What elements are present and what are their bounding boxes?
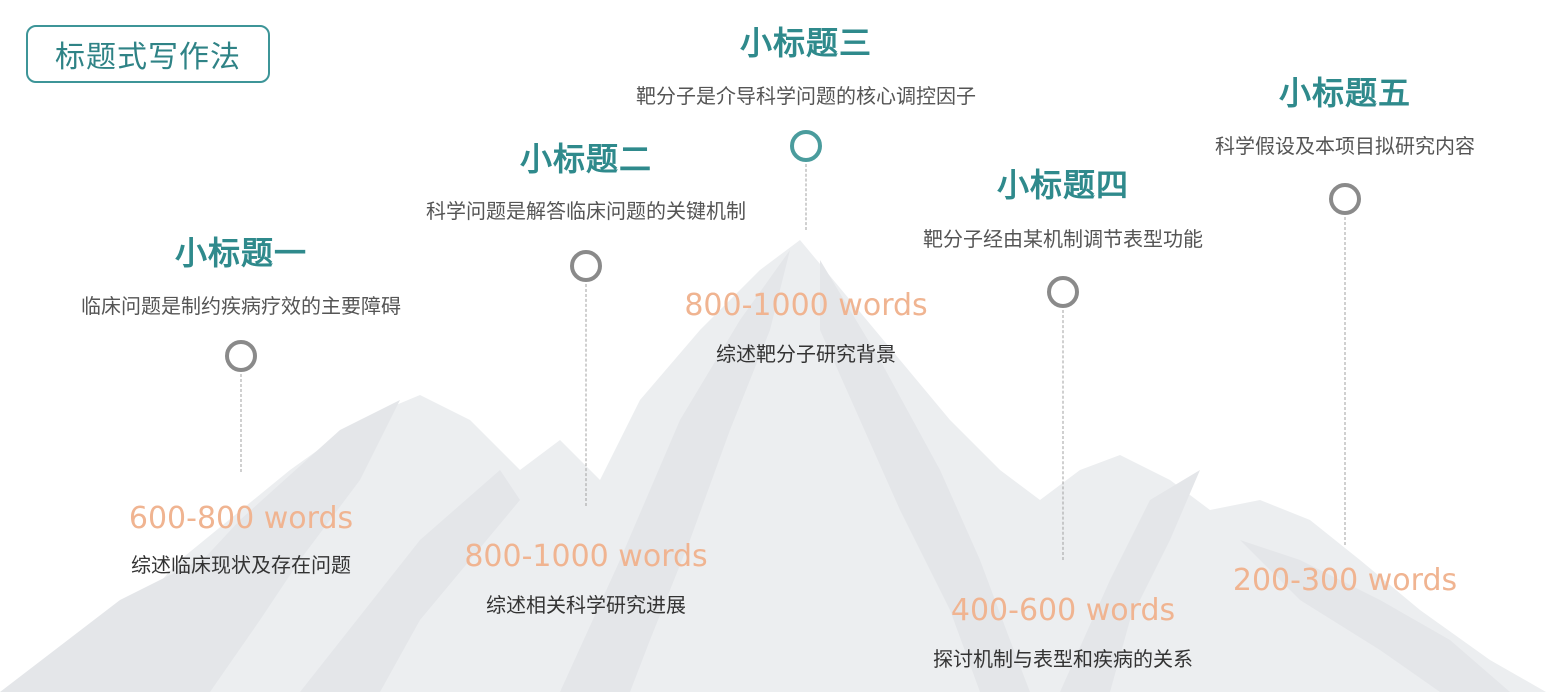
- step-description: 综述相关科学研究进展: [486, 593, 686, 617]
- step-circle-icon: [570, 250, 602, 282]
- step-heading: 小标题三: [739, 24, 873, 62]
- step-word-count: 200-300 words: [1232, 563, 1458, 598]
- step-heading: 小标题二: [519, 140, 653, 178]
- step-word-count: 600-800 words: [128, 501, 354, 536]
- step-heading: 小标题一: [174, 234, 308, 272]
- step-stem-line: [240, 374, 242, 472]
- step-subtitle: 靶分子经由某机制调节表型功能: [923, 227, 1203, 251]
- step-subtitle: 临床问题是制约疾病疗效的主要障碍: [81, 294, 401, 318]
- step-description: 探讨机制与表型和疾病的关系: [933, 647, 1193, 671]
- step-circle-icon: [1329, 183, 1361, 215]
- step-circle-icon: [790, 130, 822, 162]
- step-circle-icon: [225, 340, 257, 372]
- step-stem-line: [1344, 217, 1346, 545]
- step-description: 综述临床现状及存在问题: [131, 553, 351, 577]
- step-heading: 小标题四: [996, 166, 1130, 204]
- step-subtitle: 科学问题是解答临床问题的关键机制: [426, 199, 746, 223]
- step-heading: 小标题五: [1278, 74, 1412, 112]
- page-title-box: 标题式写作法: [26, 25, 270, 83]
- step-word-count: 800-1000 words: [684, 288, 928, 323]
- step-word-count: 400-600 words: [950, 593, 1176, 628]
- step-stem-line: [1062, 310, 1064, 560]
- step-stem-line: [585, 284, 587, 506]
- step-stem-line: [805, 164, 807, 230]
- step-circle-icon: [1047, 276, 1079, 308]
- step-word-count: 800-1000 words: [464, 539, 708, 574]
- step-description: 综述靶分子研究背景: [716, 342, 896, 366]
- step-subtitle: 靶分子是介导科学问题的核心调控因子: [636, 84, 976, 108]
- step-subtitle: 科学假设及本项目拟研究内容: [1215, 134, 1475, 158]
